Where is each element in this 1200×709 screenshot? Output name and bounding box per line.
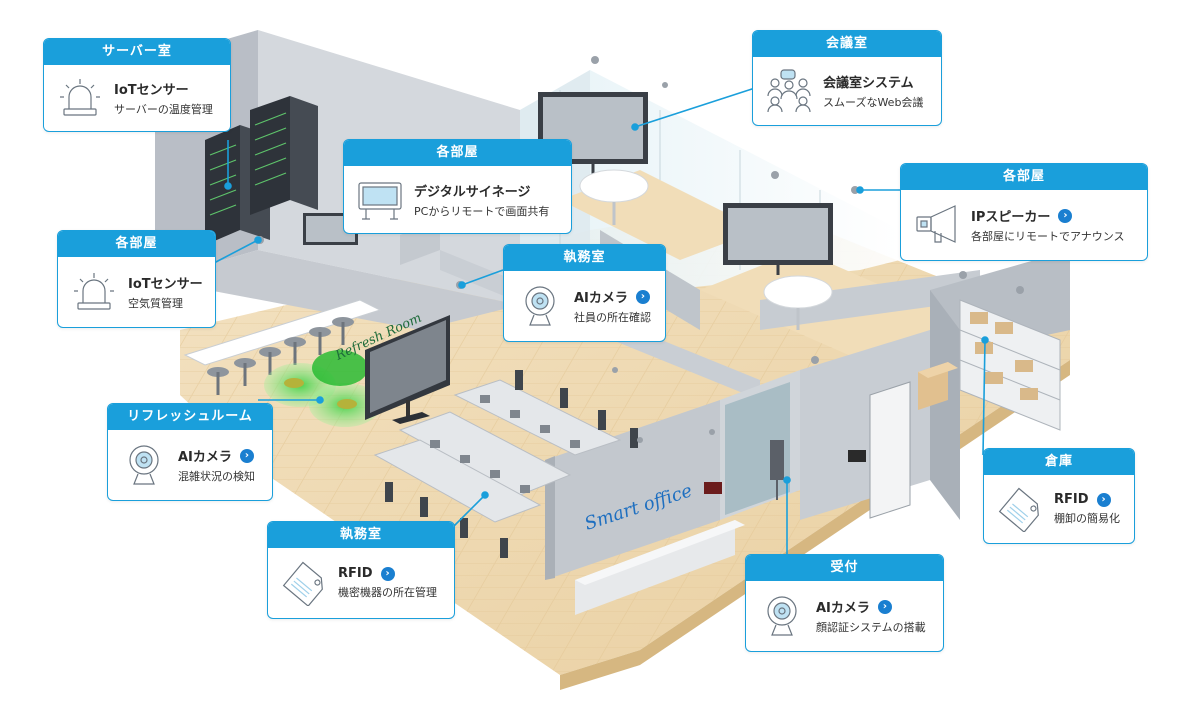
monitor-icon xyxy=(358,181,402,220)
callout-header: 受付 xyxy=(746,555,943,581)
webcam-icon xyxy=(129,445,159,485)
callout-office-rfid: 執務室 RFID › 機密機器の所在管理 xyxy=(267,521,455,619)
chevron-right-icon[interactable]: › xyxy=(239,448,254,463)
callout-signage: 各部屋 デジタルサイネージ PCからリモートで画面共有 xyxy=(343,139,572,234)
callout-subtitle: 各部屋にリモートでアナウンス xyxy=(971,230,1125,243)
webcam-icon xyxy=(525,286,555,326)
callout-title: IoTセンサー xyxy=(128,277,203,292)
rfid-tag-icon xyxy=(998,487,1039,532)
callout-reception: 受付 AIカメラ › 顔認証システムの搭載 xyxy=(745,554,944,652)
callout-title: RFID xyxy=(1054,492,1089,507)
reception-counter xyxy=(575,440,784,615)
callout-title: AIカメラ xyxy=(574,291,628,306)
callout-title: AIカメラ xyxy=(816,601,870,616)
callout-header: 会議室 xyxy=(753,31,941,57)
callout-subtitle: スムーズなWeb会議 xyxy=(823,96,924,109)
connector-lines xyxy=(213,87,989,560)
webcam-icon xyxy=(767,596,797,636)
rfid-tag-icon xyxy=(282,561,323,606)
callout-subtitle: 社員の所在確認 xyxy=(574,311,651,324)
callout-header: 各部屋 xyxy=(901,164,1147,190)
callout-header: 各部屋 xyxy=(344,140,571,166)
callout-subtitle: サーバーの温度管理 xyxy=(114,103,213,116)
callout-subtitle: 空気質管理 xyxy=(128,297,183,310)
meeting-people-icon xyxy=(767,69,811,113)
callout-title: 会議室システム xyxy=(823,76,914,91)
server-racks xyxy=(205,96,318,245)
callout-subtitle: 機密機器の所在管理 xyxy=(338,586,437,599)
callout-ip-speaker: 各部屋 IPスピーカー › 各部屋にリモートでアナウンス xyxy=(900,163,1148,261)
callout-header: サーバー室 xyxy=(44,39,230,65)
callout-title: IPスピーカー xyxy=(971,210,1051,225)
refresh-room-furniture xyxy=(183,299,382,427)
chevron-right-icon[interactable]: › xyxy=(635,289,650,304)
office-desks xyxy=(373,370,638,558)
callout-title: デジタルサイネージ xyxy=(414,184,531,200)
chevron-right-icon[interactable]: › xyxy=(380,566,395,581)
callout-header: リフレッシュルーム xyxy=(108,404,272,430)
callout-subtitle: 顔認証システムの搭載 xyxy=(816,621,926,634)
callout-header: 執務室 xyxy=(268,522,454,548)
callout-refresh-camera: リフレッシュルーム AIカメラ › 混雑状況の検知 xyxy=(107,403,273,501)
callout-title: IoTセンサー xyxy=(114,83,189,98)
callout-subtitle: 混雑状況の検知 xyxy=(178,470,255,483)
callout-subtitle: PCからリモートで画面共有 xyxy=(414,204,550,218)
callout-meeting-room: 会議室 会議室システム スムーズなWeb会議 xyxy=(752,30,942,126)
callout-title: RFID xyxy=(338,566,373,581)
callout-office-camera: 執務室 AIカメラ › 社員の所在確認 xyxy=(503,244,666,342)
callout-subtitle: 棚卸の簡易化 xyxy=(1054,512,1120,525)
sensor-alarm-icon xyxy=(74,273,114,310)
sensor-alarm-icon xyxy=(60,79,100,116)
chevron-right-icon[interactable]: › xyxy=(877,599,892,614)
speaker-icon xyxy=(916,205,956,243)
callout-header: 各部屋 xyxy=(58,231,215,257)
signage-screen xyxy=(365,315,450,424)
callout-warehouse: 倉庫 RFID › 棚卸の簡易化 xyxy=(983,448,1135,544)
chevron-right-icon[interactable]: › xyxy=(1096,492,1111,507)
callout-server-room: サーバー室 IoTセンサー サーバーの温度管理 xyxy=(43,38,231,132)
meeting-room-furniture xyxy=(538,92,833,330)
callout-header: 倉庫 xyxy=(984,449,1134,475)
chevron-right-icon[interactable]: › xyxy=(1058,208,1073,223)
callout-title: AIカメラ xyxy=(178,450,232,465)
storage-shelves xyxy=(918,299,1061,431)
callout-air-quality: 各部屋 IoTセンサー 空気質管理 xyxy=(57,230,216,328)
callout-header: 執務室 xyxy=(504,245,665,271)
